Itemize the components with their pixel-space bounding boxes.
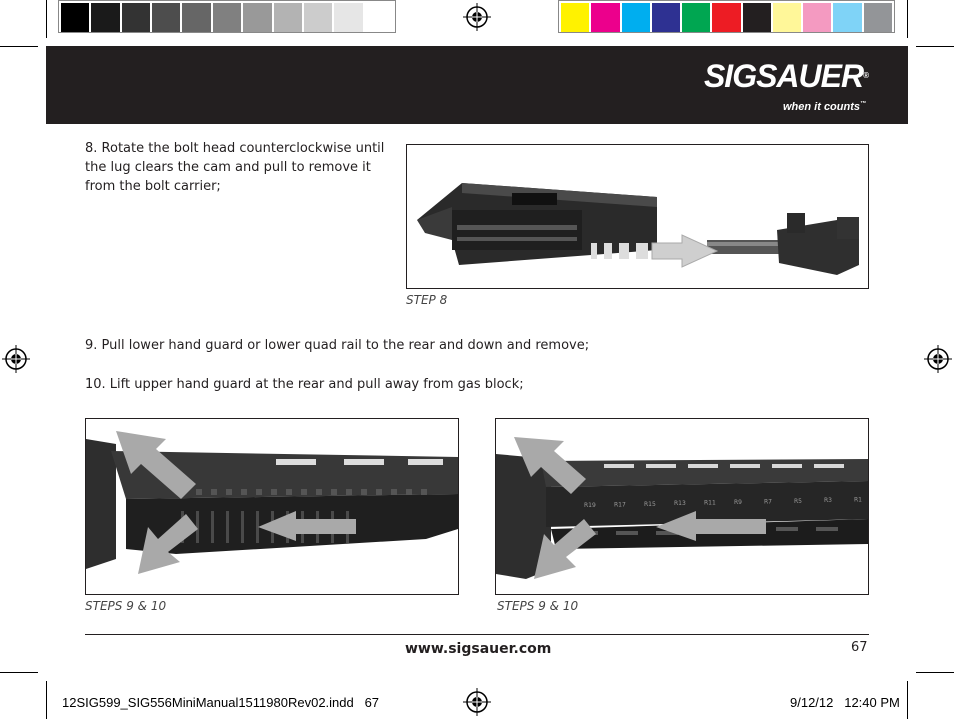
color-swatch	[742, 3, 771, 32]
rail-marking-label: R11	[704, 500, 716, 507]
crop-mark	[0, 672, 38, 673]
registration-mark-icon	[924, 345, 952, 373]
slug-file-info: 12SIG599_SIG556MiniManual1511980Rev02.in…	[62, 695, 380, 710]
step-9-instruction: 9. Pull lower hand guard or lower quad r…	[85, 338, 590, 353]
steps-9-10-caption-left: STEPS 9 & 10	[85, 599, 167, 613]
footer-rule	[85, 634, 869, 635]
crop-mark	[916, 672, 954, 673]
crop-mark	[907, 681, 908, 719]
rail-marking-label: R13	[674, 500, 686, 507]
steps-9-10-quadrail-figure: R19 R17 R15 R13 R11 R9 R7 R5 R3 R1	[495, 418, 869, 595]
step-8-caption: STEP 8	[406, 293, 448, 307]
rail-marking-label: R3	[824, 497, 832, 504]
rail-marking-label: R15	[644, 501, 656, 508]
crop-mark	[46, 681, 47, 719]
color-swatch	[803, 3, 832, 32]
crop-mark	[907, 0, 908, 38]
color-swatch	[334, 3, 363, 32]
color-swatch	[772, 3, 802, 32]
steps-9-10-handguard-figure	[85, 418, 459, 595]
color-swatch	[182, 3, 211, 32]
registration-mark-icon	[2, 345, 30, 373]
color-swatch	[863, 3, 892, 32]
color-swatch	[91, 3, 120, 32]
color-swatch	[212, 3, 242, 32]
color-swatch	[591, 3, 620, 32]
color-swatch	[121, 3, 151, 32]
registration-mark-icon	[463, 688, 491, 716]
rail-marking-label: R17	[614, 501, 626, 508]
rail-marking-label: R9	[734, 499, 742, 506]
logo-tagline: when it counts™	[783, 101, 866, 113]
steps-9-10-caption-right: STEPS 9 & 10	[497, 599, 579, 613]
color-swatch	[364, 3, 393, 32]
process-color-bar	[558, 0, 895, 33]
rail-marking-label: R7	[764, 498, 772, 505]
handguard-illustration	[86, 419, 458, 594]
rail-marking-label: R5	[794, 498, 802, 505]
color-swatch	[712, 3, 741, 32]
color-swatch	[682, 3, 711, 32]
quad-rail-illustration: R19 R17 R15 R13 R11 R9 R7 R5 R3 R1	[496, 419, 868, 594]
color-swatch	[152, 3, 181, 32]
color-swatch	[651, 3, 681, 32]
step-8-instruction: 8. Rotate the bolt head counterclockwise…	[85, 141, 385, 194]
color-swatch	[833, 3, 862, 32]
step-10-instruction: 10. Lift upper hand guard at the rear an…	[85, 377, 524, 392]
color-swatch	[621, 3, 650, 32]
footer-url-link[interactable]: www.sigsauer.com	[405, 641, 552, 657]
page-number: 67	[851, 640, 868, 655]
color-swatch	[303, 3, 333, 32]
grayscale-color-bar	[58, 0, 396, 33]
color-swatch	[273, 3, 302, 32]
crop-mark	[0, 46, 38, 47]
rail-marking-label: R1	[854, 497, 862, 504]
crop-mark	[46, 0, 47, 38]
rail-marking-label: R19	[584, 502, 596, 509]
color-swatch	[61, 3, 90, 32]
step-8-figure	[406, 144, 869, 289]
color-swatch	[243, 3, 272, 32]
crop-mark	[916, 46, 954, 47]
sigsauer-logo: SIGSAUER®	[703, 58, 869, 94]
registration-mark-icon	[463, 3, 491, 31]
slug-date-time: 9/12/12 12:40 PM	[790, 695, 900, 710]
bolt-carrier-illustration	[417, 183, 859, 275]
header-banner: SIGSAUER® when it counts™	[46, 46, 908, 124]
color-swatch	[561, 3, 590, 32]
